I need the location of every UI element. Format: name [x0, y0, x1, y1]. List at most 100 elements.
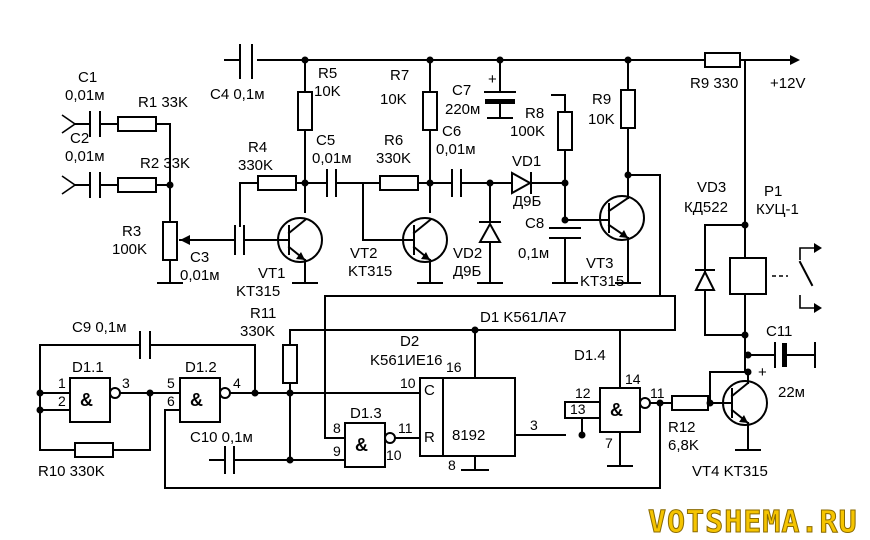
- label-r5-value: 10K: [314, 83, 341, 100]
- diode-vd1: [511, 171, 566, 195]
- label-c5: C5: [316, 132, 335, 149]
- pin-8: 8: [333, 420, 341, 436]
- pin-d2-10: 10: [400, 375, 416, 391]
- pin-numbers: 1 2 3 5 6 4 8 9 11 10 10 16 8 3 12 13 14…: [58, 359, 665, 473]
- label-r4-value: 330K: [238, 157, 273, 174]
- pin-6: 6: [167, 393, 175, 409]
- label-vt3: VT3: [586, 255, 614, 272]
- label-d1-4: D1.4: [574, 347, 606, 364]
- resistor-r2: [117, 177, 157, 193]
- relay-p1: [729, 237, 822, 373]
- junctions: [36, 56, 752, 464]
- label-r11-value: 330K: [240, 323, 275, 340]
- label-c7-plus: +: [488, 71, 497, 88]
- resistor-r8: [557, 111, 573, 151]
- pin-5: 5: [167, 375, 175, 391]
- label-c6: C6: [442, 123, 461, 140]
- label-c11-plus: +: [758, 364, 767, 381]
- and-symbol-d1-4: &: [610, 400, 623, 420]
- input-2: [61, 172, 171, 198]
- pin-d1-4-14: 14: [625, 371, 641, 387]
- label-c2-value: 0,01м: [65, 148, 105, 165]
- label-c11-value: 22м: [778, 384, 805, 401]
- pin-2: 2: [58, 393, 66, 409]
- resistor-r11: [282, 344, 298, 384]
- pin-d1-4-7: 7: [605, 435, 613, 451]
- pin-d1-4-11: 11: [650, 385, 665, 401]
- label-r3: R3: [122, 223, 141, 240]
- pin-9: 9: [333, 443, 341, 459]
- label-vt4: VT4 KT315: [692, 463, 768, 480]
- label-r12: R12: [668, 419, 696, 436]
- label-r4: R4: [248, 139, 267, 156]
- gate-d1-2: [179, 377, 231, 423]
- capacitor-c6: [451, 169, 511, 197]
- resistor-r12: [671, 395, 709, 411]
- transistor-vt2: [402, 217, 448, 284]
- resistor-r5: [297, 91, 313, 131]
- label-vt3-type: KT315: [580, 273, 624, 290]
- resistor-r1: [117, 116, 157, 132]
- component-labels: C1 0,01м R1 33K C2 0,01м R2 33K R3 100K …: [38, 65, 805, 480]
- input-1: [61, 111, 171, 137]
- label-c8-value: 0,1м: [518, 245, 549, 262]
- gate-d1-1: [69, 377, 121, 423]
- label-c10: C10 0,1м: [190, 429, 253, 446]
- label-c11: C11: [766, 323, 792, 340]
- label-vt1-type: KT315: [236, 283, 280, 300]
- pin-3: 3: [122, 375, 130, 391]
- label-vd2: VD2: [453, 245, 482, 262]
- label-vd1: VD1: [512, 153, 541, 170]
- resistor-r9-top: [704, 52, 741, 68]
- label-r6: R6: [384, 132, 403, 149]
- label-counter: 8192: [452, 427, 485, 444]
- label-vt2: VT2: [350, 245, 378, 262]
- label-r3-value: 100K: [112, 241, 147, 258]
- capacitor-c9: [139, 331, 256, 359]
- resistor-r7: [422, 91, 438, 131]
- resistor-r6: [379, 175, 419, 191]
- label-r5: R5: [318, 65, 337, 82]
- potentiometer-r3: [157, 221, 236, 284]
- label-p1: P1: [764, 183, 782, 200]
- label-supply: +12V: [770, 75, 805, 92]
- resistor-r4: [257, 175, 297, 191]
- resistor-r10: [74, 442, 114, 458]
- pin-d1-4-13: 13: [570, 401, 586, 417]
- label-pin-r: R: [424, 429, 435, 446]
- label-d1-3: D1.3: [350, 405, 382, 422]
- label-vd3-type: КД522: [684, 199, 728, 216]
- label-r7: R7: [390, 67, 409, 84]
- transistor-vt1: [277, 217, 323, 284]
- counter-d2: [419, 377, 516, 457]
- gate-d1-4: [599, 387, 651, 433]
- label-vt1: VT1: [258, 265, 286, 282]
- label-c1-value: 0,01м: [65, 87, 105, 104]
- label-r11: R11: [250, 305, 276, 322]
- transistor-vt4: [722, 371, 768, 451]
- label-r1: R1 33K: [138, 94, 188, 111]
- label-r8-value: 100K: [510, 123, 545, 140]
- watermark: VOTSHEMA.RU: [648, 505, 858, 540]
- capacitor-c10: [224, 446, 346, 474]
- label-c3-value: 0,01м: [180, 267, 220, 284]
- label-r7-value: 10K: [380, 91, 407, 108]
- diode-vd3: [694, 269, 716, 291]
- capacitor-c8: [549, 227, 581, 284]
- label-c8: C8: [525, 215, 544, 232]
- label-d1-chip: D1 K561ЛA7: [480, 309, 567, 326]
- label-c7-value: 220м: [445, 101, 480, 118]
- capacitor-c3: [234, 225, 288, 255]
- label-c2: C2: [70, 130, 89, 147]
- label-c3: C3: [190, 249, 209, 266]
- label-c5-value: 0,01м: [312, 150, 352, 167]
- pin-d2-3: 3: [530, 417, 538, 433]
- label-r2: R2 33K: [140, 155, 190, 172]
- label-d1-1: D1.1: [72, 359, 104, 376]
- label-c1: C1: [78, 69, 97, 86]
- label-c6-value: 0,01м: [436, 141, 476, 158]
- and-symbol-d1-2: &: [190, 390, 203, 410]
- pin-d1-4-12: 12: [575, 385, 591, 401]
- label-d2-type: K561ИE16: [370, 352, 443, 369]
- gate-d1-3: [344, 422, 396, 468]
